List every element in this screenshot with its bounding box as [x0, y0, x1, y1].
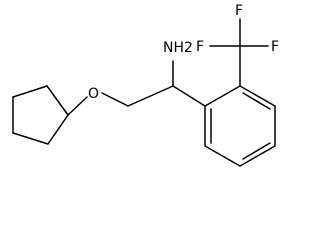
ring-bond: [239, 85, 276, 107]
ring-bond: [204, 145, 241, 167]
fluorine-label-left: F: [196, 39, 204, 55]
benzene-ring: [204, 85, 276, 167]
cyclopentyl-ring: [12, 85, 69, 145]
ring-bond: [46, 85, 69, 116]
cyclopentyl-oxygen-bond: [67, 96, 88, 116]
ether-oxygen-label: O: [88, 86, 99, 102]
ring-bond: [47, 114, 69, 145]
fluorine-label-top: F: [235, 3, 243, 19]
ring-bond: [12, 85, 48, 98]
chemical-structure: NH2 O F F F: [12, 3, 279, 167]
oxygen-methylene-bond: [101, 92, 129, 107]
ring-inner-double-bond: [242, 92, 271, 110]
methine-aryl-bond: [172, 85, 206, 107]
ring-bond: [204, 85, 241, 107]
ring-bond: [239, 145, 276, 167]
methylene-methine-bond: [127, 85, 174, 107]
ring-bond: [12, 132, 49, 145]
ring-inner-double-bond: [242, 142, 271, 160]
fluorine-label-right: F: [271, 39, 279, 55]
amine-label: NH2: [163, 40, 193, 56]
